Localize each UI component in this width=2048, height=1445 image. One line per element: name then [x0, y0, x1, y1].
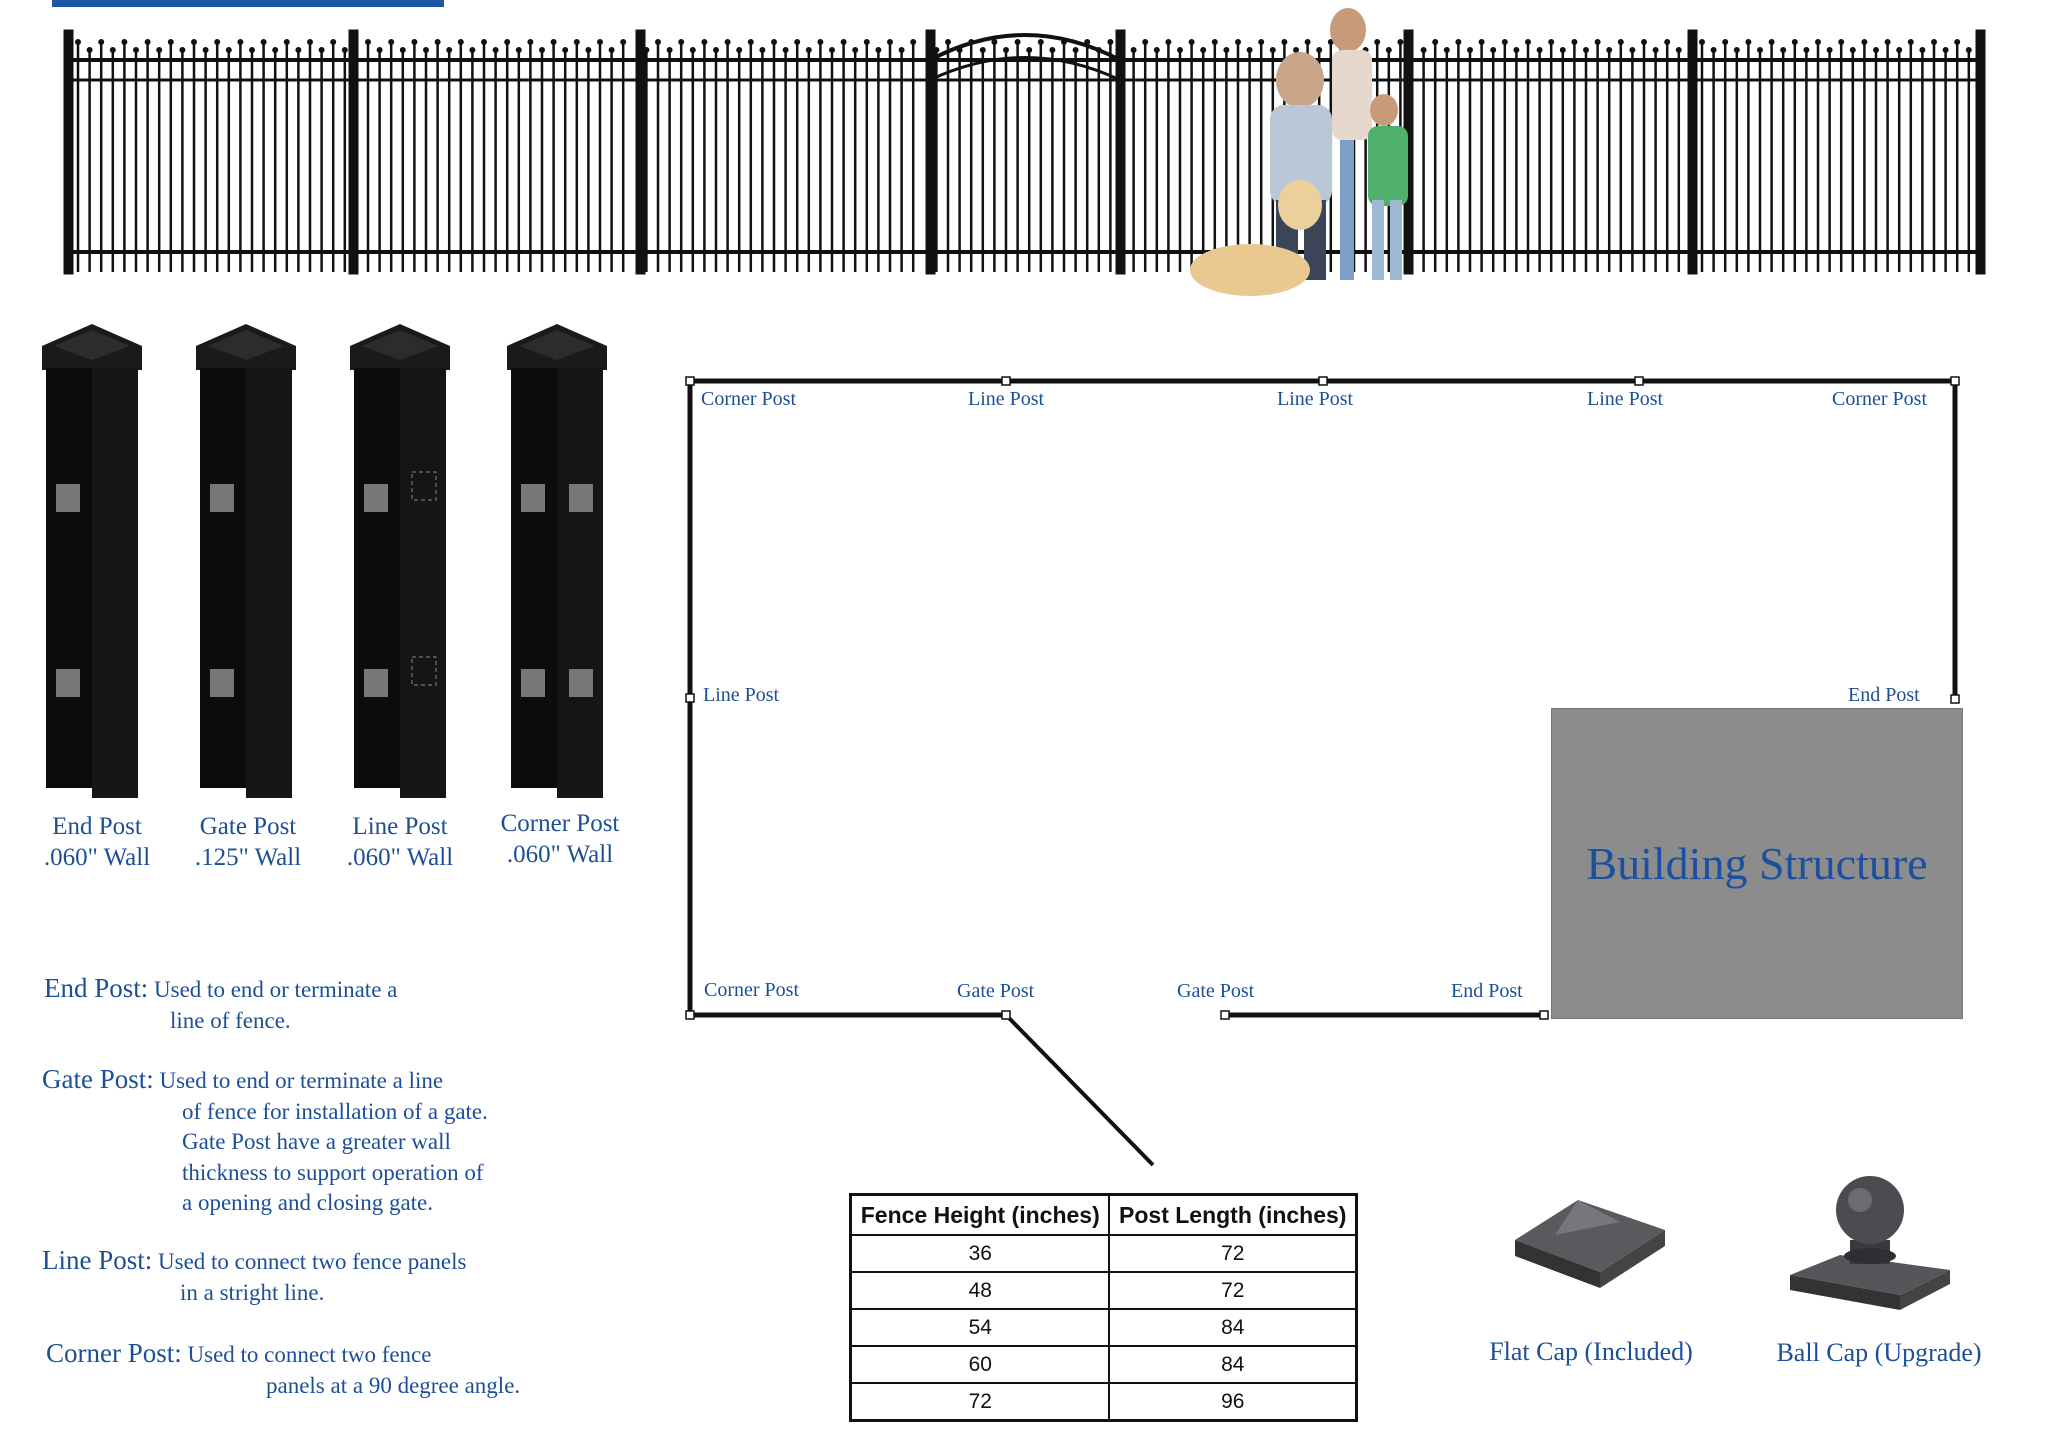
- diagram-label: Gate Post: [1177, 980, 1255, 1002]
- post-illustration: [196, 324, 296, 805]
- description-line-post: Line Post: Used to connect two fence pan…: [42, 1245, 467, 1305]
- post-illustration: [507, 324, 607, 805]
- flat-cap-icon: [1515, 1200, 1665, 1288]
- building-structure: Building Structure: [1551, 708, 1963, 1019]
- flat-cap-label: Flat Cap (Included): [1489, 1337, 1693, 1366]
- ball-cap-label: Ball Cap (Upgrade): [1776, 1338, 1982, 1367]
- diagram-label: Corner Post: [704, 979, 799, 1001]
- diagram-label: Corner Post: [1832, 388, 1927, 410]
- table-header: Fence Height (inches): [849, 1193, 1111, 1236]
- diagram-label: Line Post: [703, 684, 780, 706]
- diagram-label: End Post: [1848, 684, 1920, 706]
- diagram-label: End Post: [1451, 980, 1523, 1002]
- post-label-end: End Post.060" Wall: [43, 813, 151, 871]
- diagram-label: Gate Post: [957, 980, 1035, 1002]
- post-label-gate: Gate Post.125" Wall: [194, 813, 302, 871]
- post-illustration: [350, 324, 450, 805]
- brand-logo: [52, 0, 444, 7]
- diagram-label: Line Post: [968, 388, 1045, 410]
- ball-cap-icon: [1790, 1176, 1950, 1310]
- table-header: Post Length (inches): [1108, 1193, 1358, 1236]
- post-label-corner: Corner Post.060" Wall: [500, 810, 620, 868]
- post-caps-illustration: [1515, 1176, 1950, 1310]
- fence-illustration: [63, 8, 1986, 296]
- post-illustration: [42, 324, 142, 805]
- diagram-label: Corner Post: [701, 388, 796, 410]
- diagram-label: Line Post: [1277, 388, 1354, 410]
- post-length-table: Fence Height (inches)Post Length (inches…: [849, 1193, 1358, 1422]
- description-gate-post: Gate Post: Used to end or terminate a li…: [42, 1064, 488, 1215]
- family-illustration: [1190, 8, 1408, 296]
- post-label-line: Line Post.060" Wall: [346, 813, 454, 871]
- diagram-label: Line Post: [1587, 388, 1664, 410]
